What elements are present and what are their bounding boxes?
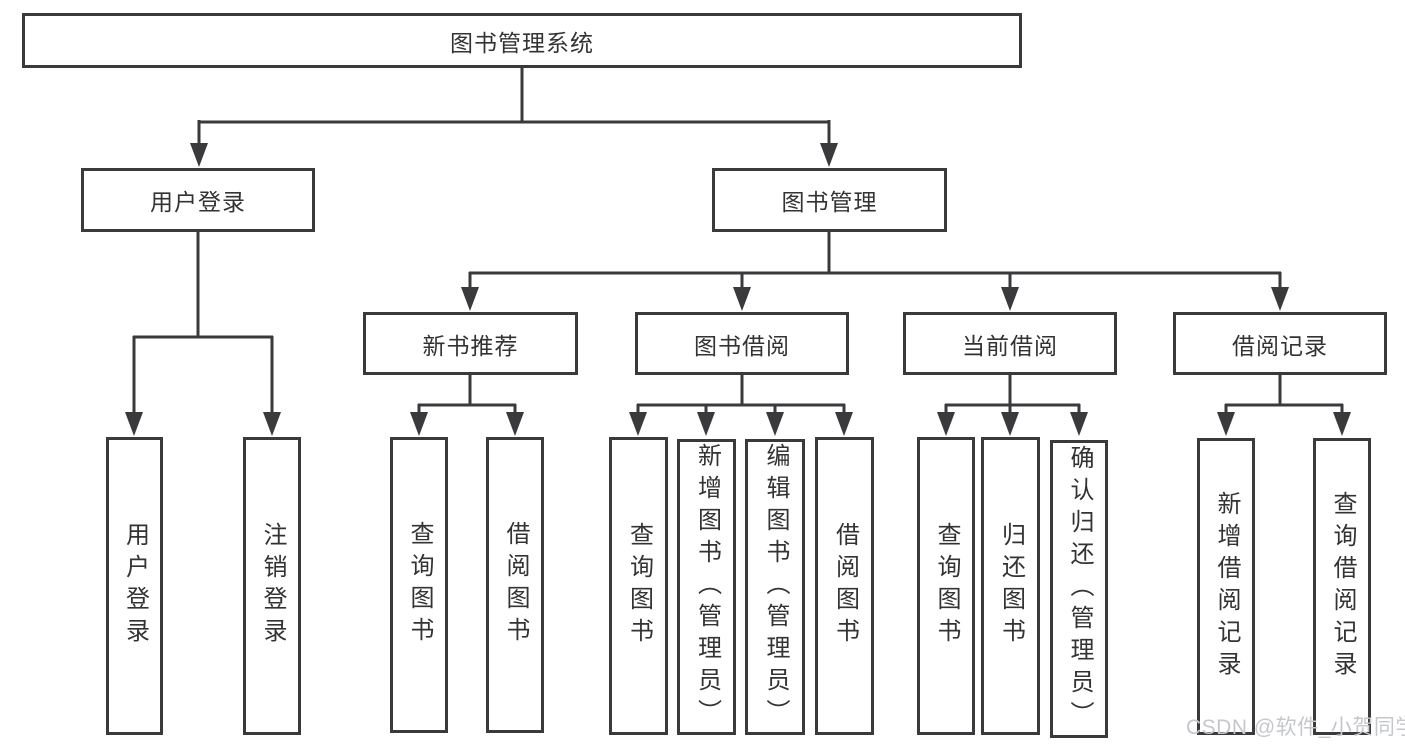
arrowhead-icon [937,412,955,436]
node-confirm-return-admin: 确认归还（管理员） [1050,440,1108,738]
arrowhead-icon [697,412,715,436]
node-new-book-recommendation: 新书推荐 [363,312,578,375]
node-query-borrow-record: 查询借阅记录 [1313,438,1371,735]
node-book-management: 图书管理 [712,168,947,232]
arrowhead-icon [1217,412,1235,436]
node-query-books-current: 查询图书 [917,437,975,735]
node-query-books-recommend: 查询图书 [390,437,448,733]
node-add-books-admin: 新增图书（管理员） [677,439,736,735]
arrowhead-icon [820,143,838,167]
arrowhead-icon [1001,412,1019,436]
arrowhead-icon [125,412,143,436]
arrowhead-icon [766,412,784,436]
arrowhead-icon [506,412,524,436]
arrowhead-icon [1271,287,1289,311]
node-book-borrowing: 图书借阅 [635,312,849,375]
node-borrowing-records: 借阅记录 [1173,312,1387,375]
node-current-borrowing: 当前借阅 [903,312,1117,375]
node-borrow-books-borrowing: 借阅图书 [815,437,874,735]
arrowhead-icon [1001,287,1019,311]
arrowhead-icon [461,287,479,311]
node-query-books-borrowing: 查询图书 [609,437,668,735]
node-borrow-books-recommend: 借阅图书 [486,437,544,733]
arrowhead-icon [410,412,428,436]
arrowhead-icon [835,412,853,436]
node-library-management-system: 图书管理系统 [22,13,1022,68]
node-user-login-action: 用户登录 [106,437,163,735]
arrowhead-icon [1333,412,1351,436]
arrowhead-icon [190,143,208,167]
arrowhead-icon [263,412,281,436]
node-return-books: 归还图书 [981,437,1040,735]
arrowhead-icon [629,412,647,436]
node-logout-login: 注销登录 [243,437,301,735]
arrowhead-icon [733,287,751,311]
node-add-borrow-record: 新增借阅记录 [1197,438,1255,735]
node-edit-books-admin: 编辑图书（管理员） [745,439,805,735]
arrowhead-icon [1070,412,1088,436]
watermark: CSDN @软件_小贺同学 [1186,716,1405,739]
node-user-login: 用户登录 [81,168,315,232]
